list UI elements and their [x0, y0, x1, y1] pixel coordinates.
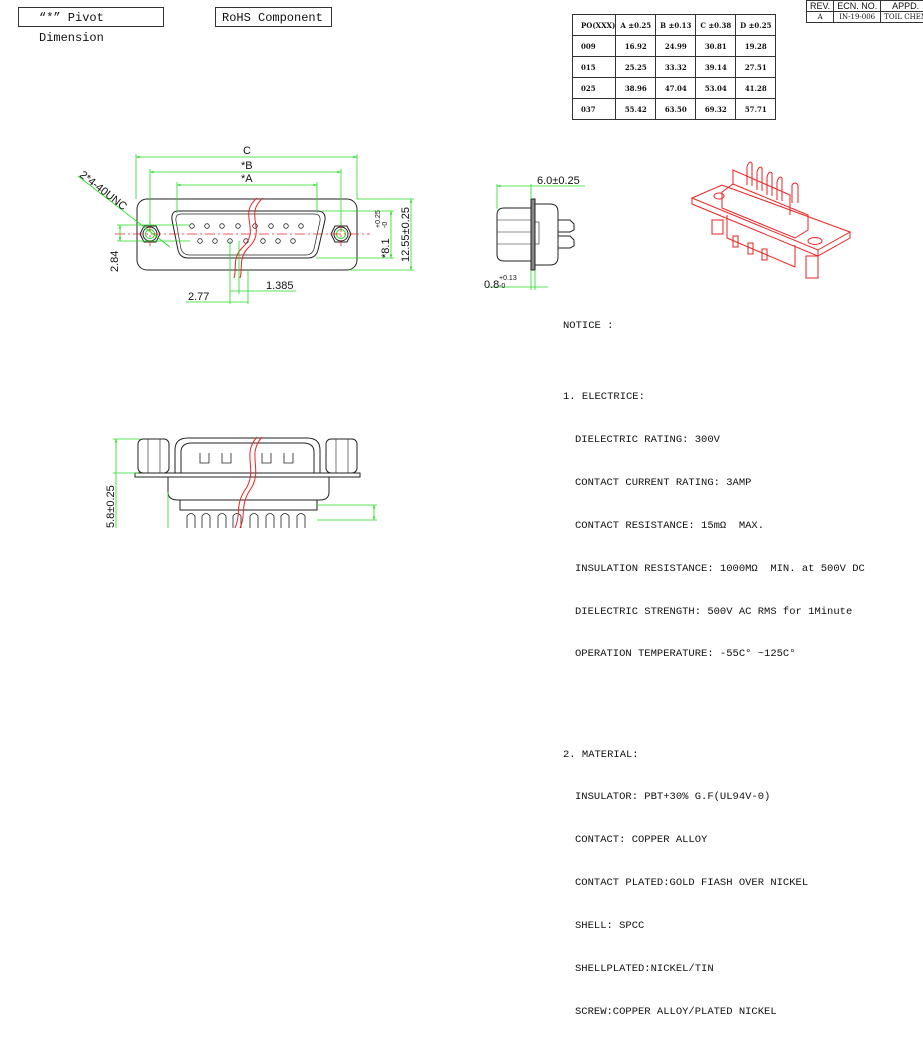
note-item: INSULATOR: PBT+30% G.F(UL94V-0)	[563, 790, 865, 804]
note-item: CONTACT CURRENT RATING: 3AMP	[563, 476, 865, 490]
bottom-view: 5.8±0.25	[105, 437, 377, 528]
dim-284-label: 2.84	[109, 251, 121, 272]
front-flange-outline	[137, 199, 357, 270]
dim-08-label: 0.8	[484, 279, 499, 291]
notice-title: NOTICE :	[563, 319, 865, 333]
section-heading: 2. MATERIAL:	[563, 748, 865, 762]
side-view: 6.0±0.25 0.8 +0.13 -0	[484, 175, 585, 291]
section-heading: 1. ELECTRICE:	[563, 390, 865, 404]
front-d-inner	[176, 214, 320, 255]
front-break-line	[240, 198, 263, 278]
bottom-right-standoff	[326, 439, 357, 473]
bottom-pins	[187, 514, 305, 529]
side-plug-body	[497, 208, 531, 261]
notice-section-electric: 1. ELECTRICE: DIELECTRIC RATING: 300V CO…	[563, 361, 865, 690]
bottom-left-standoff	[138, 439, 169, 473]
dim-81-label: *8.1	[380, 238, 392, 258]
note-item: DIELECTRIC STRENGTH: 500V AC RMS for 1Mi…	[563, 605, 865, 619]
dim-08-tol-minus: -0	[499, 283, 505, 290]
dim-1385-label: 1.385	[266, 280, 294, 292]
thread-label: 2*4-40UNC	[77, 169, 129, 213]
dim-81-tol-plus: +0.25	[375, 210, 382, 228]
note-item: SHELL: SPCC	[563, 919, 865, 933]
iso-right-standoff	[806, 256, 818, 278]
iso-screw-right	[808, 238, 822, 245]
dim-60-label: 6.0±0.25	[537, 175, 580, 187]
front-break-line-2	[234, 198, 257, 278]
note-item: OPERATION TEMPERATURE: -55C° ~125C°	[563, 647, 865, 661]
iso-body	[722, 184, 808, 238]
side-flange	[531, 199, 535, 270]
side-pins	[558, 220, 574, 248]
note-item: CONTACT PLATED:GOLD FIASH OVER NICKEL	[563, 876, 865, 890]
notice-block: NOTICE : 1. ELECTRICE: DIELECTRIC RATING…	[563, 290, 865, 1056]
bottom-break-line	[240, 437, 262, 528]
note-item: SCREW:COPPER ALLOY/PLATED NICKEL	[563, 1005, 865, 1019]
notice-section-material: 2. MATERIAL: INSULATOR: PBT+30% G.F(UL94…	[563, 719, 865, 1048]
dim-277-label: 2.77	[188, 291, 209, 303]
note-item: SHELLPLATED:NICKEL/TIN	[563, 962, 865, 976]
bottom-flange	[135, 473, 360, 477]
dim-1255-label: 12.55±0.25	[400, 207, 412, 262]
isometric-view	[692, 162, 850, 278]
side-rear-body	[535, 204, 558, 265]
dim-b-label: *B	[241, 160, 253, 172]
pin-holes-row-1	[190, 224, 304, 229]
dim-08-tol-plus: +0.13	[499, 275, 517, 282]
dim-a-label: *A	[241, 173, 253, 185]
note-item: CONTACT RESISTANCE: 15mΩ MAX.	[563, 519, 865, 533]
front-view: C *B *A 2*4-40UNC 2.84 2.77 1.385 *8.1 +…	[77, 145, 414, 304]
dim-c-label: C	[243, 145, 251, 157]
note-item: INSULATION RESISTANCE: 1000MΩ MIN. at 50…	[563, 562, 865, 576]
note-item: CONTACT: COPPER ALLOY	[563, 833, 865, 847]
iso-flange	[692, 185, 850, 250]
dim-58-label: 5.8±0.25	[105, 485, 117, 528]
bottom-slots	[200, 453, 293, 463]
note-item: DIELECTRIC RATING: 300V	[563, 433, 865, 447]
iso-left-standoff	[712, 220, 723, 234]
dim-81-tol-minus: -0	[382, 222, 389, 228]
